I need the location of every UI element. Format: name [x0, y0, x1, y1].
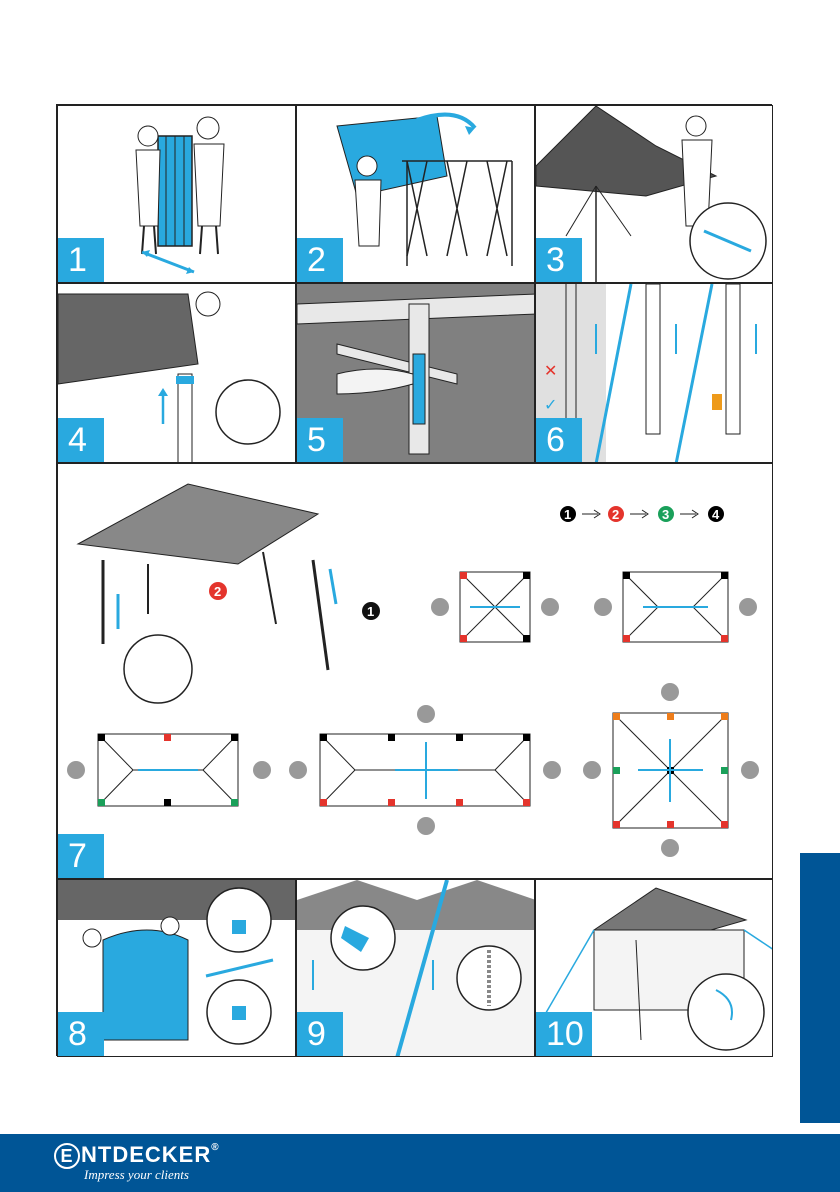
- sequence-step-4: 4: [712, 507, 720, 522]
- step-number: 2: [297, 238, 343, 282]
- step-4-panel: 4: [57, 283, 296, 463]
- step-5-panel: 5: [296, 283, 535, 463]
- brand-tagline: Impress your clients: [84, 1167, 220, 1183]
- step-8-panel: 8: [57, 879, 296, 1057]
- step-10-panel: 10: [535, 879, 773, 1057]
- svg-text:✓: ✓: [544, 397, 557, 414]
- step-number: 6: [536, 418, 582, 462]
- step-number: 4: [58, 418, 104, 462]
- registered-mark: ®: [211, 1142, 219, 1153]
- step-7-panel: 2 1 1 2 3 4: [57, 463, 773, 879]
- step-9-panel: 9: [296, 879, 535, 1057]
- logo-initial: E: [54, 1143, 80, 1169]
- leg-sequence-illustration: 2 1 1 2 3 4: [58, 464, 773, 879]
- step-6-panel: ✕ ✓ 6: [535, 283, 773, 463]
- step-number: 7: [58, 834, 104, 878]
- step-number: 8: [58, 1012, 104, 1056]
- step-3-panel: 3: [535, 105, 773, 283]
- sequence-step-1: 1: [564, 507, 571, 522]
- instruction-grid: 1 2 3: [56, 104, 772, 1056]
- step-2-panel: 2: [296, 105, 535, 283]
- step-number: 5: [297, 418, 343, 462]
- step-number: 9: [297, 1012, 343, 1056]
- step-number: 10: [536, 1012, 592, 1056]
- step-1-panel: 1: [57, 105, 296, 283]
- svg-text:✕: ✕: [544, 363, 557, 380]
- step-number: 3: [536, 238, 582, 282]
- sequence-step-2: 2: [612, 507, 619, 522]
- callout-front-legs: 2: [214, 584, 221, 599]
- brand-name: NTDECKER: [81, 1142, 211, 1167]
- side-tab: [800, 853, 840, 1123]
- sequence-step-3: 3: [662, 507, 669, 522]
- callout-back-legs: 1: [367, 604, 374, 619]
- step-number: 1: [58, 238, 104, 282]
